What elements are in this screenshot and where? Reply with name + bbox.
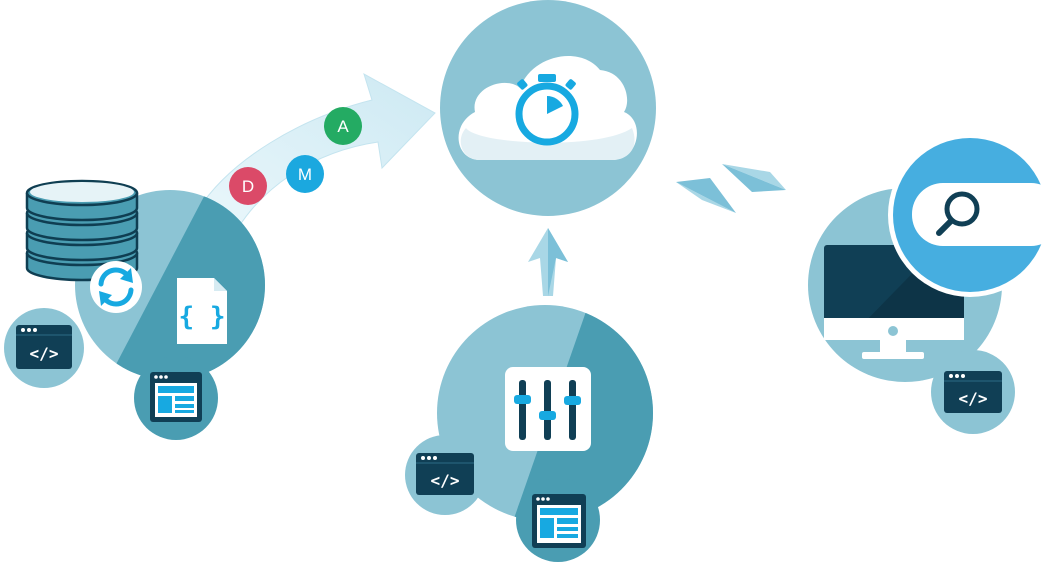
badge-d-circle: [229, 167, 267, 205]
source-layout-window-bubble: [134, 356, 218, 440]
search-icon: [936, 191, 980, 236]
config-layout-window-bubble: [516, 478, 600, 562]
badge-m-label: M: [298, 165, 312, 184]
source-code-window-bubble: </>: [4, 308, 84, 388]
code-window-icon: </>: [944, 371, 1002, 413]
badge-a-circle: [324, 107, 362, 145]
sync-icon: [90, 261, 142, 313]
badge-m-circle: [286, 155, 324, 193]
source-node: { }: [25, 179, 265, 380]
stopwatch-icon: [515, 74, 579, 146]
badge-a: A: [324, 107, 362, 145]
arrow-monitor-to-cloud: [676, 178, 736, 213]
code-symbol: </>: [431, 471, 460, 490]
badge-a-label: A: [337, 117, 349, 136]
code-window-icon: </>: [16, 325, 72, 369]
code-symbol: </>: [959, 389, 988, 408]
json-braces: { }: [179, 302, 226, 332]
config-code-window-bubble: </>: [405, 435, 485, 515]
cloud-node: [440, 0, 656, 216]
arrow-cloud-to-monitor: [722, 164, 786, 192]
layout-window-icon: [532, 494, 586, 548]
flow-arrow-source-to-cloud: [197, 72, 436, 229]
search-bubble: [888, 133, 1060, 297]
database-icon: [25, 179, 139, 282]
sliders-icon: [505, 367, 591, 451]
badge-d-label: D: [242, 177, 254, 196]
badge-d: D: [229, 167, 267, 205]
arrow-config-to-cloud: [528, 228, 568, 296]
code-symbol: </>: [30, 344, 59, 363]
code-window-icon: </>: [416, 453, 474, 495]
layout-window-icon: [150, 372, 202, 422]
json-file-icon: { }: [177, 278, 227, 344]
monitor-code-window-bubble: </>: [931, 350, 1015, 434]
badge-m: M: [286, 155, 324, 193]
